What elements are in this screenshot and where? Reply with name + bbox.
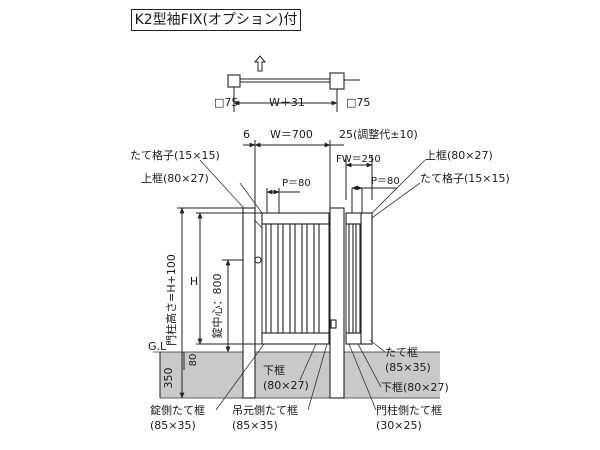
- embed-depth-label: 350: [162, 368, 175, 389]
- left-slat-label: たて格子(15×15): [130, 148, 220, 162]
- plan-width-label: W＋31: [269, 96, 305, 109]
- left-callouts: たて格子(15×15) 上框(80×27): [130, 148, 263, 229]
- diagram-title: K2型袖FIX(オプション)付: [131, 9, 301, 31]
- pitch-left-label: P＝80: [282, 178, 311, 189]
- hinge-side-post: [329, 207, 345, 399]
- bottom-frame-label-2: (80×27): [263, 379, 309, 392]
- door-width-label: W＝700: [270, 128, 313, 141]
- plan-post-right: [329, 72, 345, 90]
- hinge-side-frame-label-1: 吊元側たて框: [232, 404, 298, 417]
- right-gap-label: 25(調整代±10): [339, 127, 418, 141]
- plan-post-left: [227, 74, 241, 88]
- door-top-frame: [261, 212, 330, 225]
- right-slat-label: たて格子(15×15): [420, 171, 510, 185]
- post-side-frame-label-1: 門柱側たて框: [376, 403, 442, 417]
- ground-gap-label: 80: [188, 354, 199, 367]
- lock-side-frame-label-1: 錠側たて框: [150, 403, 205, 417]
- right-callouts: 上框(80×27) たて格子(15×15): [357, 149, 510, 229]
- fix-vertical-frame-label-1: たて框: [385, 346, 418, 359]
- door-slats: [265, 223, 320, 334]
- top-dimensions: 6 W＝700 25(調整代±10) FW＝250 P＝80 P＝80: [243, 127, 418, 222]
- left-top-frame-label: 上框(80×27): [141, 172, 209, 185]
- lock-center-label: 錠中心：800: [210, 274, 224, 339]
- bottom-callouts: 下框 (80×27) 錠側たて框 (85×35) 吊元側たて框 (85×35) …: [150, 339, 449, 432]
- vertical-dimensions: 門柱高さ=H+100 H 錠中心：800 80 350: [159, 207, 262, 399]
- door-bottom-frame: [261, 332, 330, 345]
- plan-post-left-label: □75: [214, 96, 238, 109]
- opening-direction-icon: [253, 55, 267, 72]
- post-height-label: 門柱高さ=H+100: [164, 254, 178, 346]
- ground-level-label: G.L: [148, 340, 167, 353]
- fix-vertical-frame-label-2: (85×35): [385, 361, 431, 374]
- pitch-right-label: P＝80: [371, 176, 400, 187]
- gate-elevation: [242, 207, 373, 399]
- bottom-frame-label-1: 下框: [263, 364, 285, 377]
- fix-bottom-frame-label: 下框(80×27): [381, 381, 449, 394]
- fix-vertical-frame: [360, 212, 373, 345]
- ground-area: [160, 352, 440, 398]
- left-gap-label: 6: [243, 128, 250, 141]
- lock-handle-icon: [254, 256, 262, 264]
- fix-width-label: FW＝250: [336, 154, 381, 165]
- height-label: H: [190, 275, 198, 288]
- hinge-side-frame-label-2: (85×35): [232, 419, 278, 432]
- lock-side-post: [242, 207, 256, 399]
- hinge-icon: [330, 319, 337, 329]
- plan-view: □75 W＋31 □75: [214, 55, 370, 112]
- plan-post-right-label: □75: [346, 96, 370, 109]
- post-side-frame-label-2: (30×25): [376, 419, 422, 432]
- right-top-frame-label: 上框(80×27): [425, 149, 493, 162]
- lock-side-frame-label-2: (85×35): [150, 419, 196, 432]
